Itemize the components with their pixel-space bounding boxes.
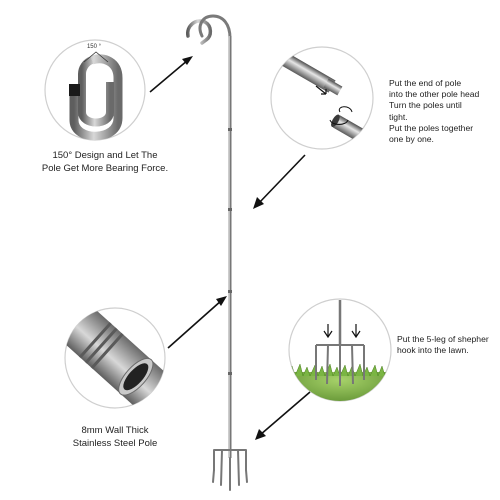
lawn-insertion-caption: Put the 5-leg of shepher hook into the l… xyxy=(397,334,489,356)
hook-design-caption: 150° Design and Let The Pole Get More Be… xyxy=(41,150,169,174)
pole-assembly-caption: Put the end of pole into the other pole … xyxy=(389,78,480,145)
shepherd-hook-pole xyxy=(186,14,232,458)
angle-label: 150 ° xyxy=(87,44,102,50)
lawn-insertion-callout xyxy=(288,298,392,402)
pole-joint-callout xyxy=(270,46,374,150)
pole-base-legs xyxy=(212,449,248,491)
hook-design-callout: 150 ° xyxy=(44,39,146,141)
wall-thickness-caption: 8mm Wall Thick Stainless Steel Pole xyxy=(72,425,158,449)
pipe-wall-callout xyxy=(64,307,166,409)
callout-arrows xyxy=(149,56,311,440)
